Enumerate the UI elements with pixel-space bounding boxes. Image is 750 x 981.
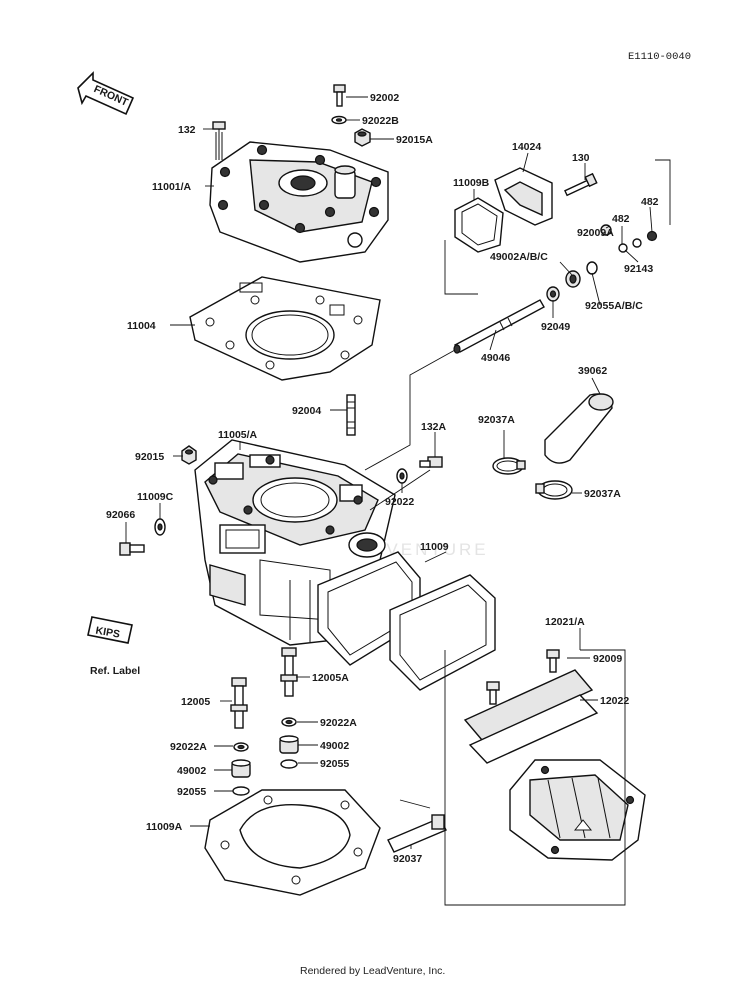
base-gasket-11009A-part (204, 789, 381, 896)
bolt-to-cylinder-line (369, 469, 431, 511)
washer-92009A-part (600, 224, 612, 236)
clamp-92037A-top-part (492, 457, 526, 475)
label-12005: 12005 (181, 696, 210, 708)
oring-92055-left-part (232, 786, 250, 796)
reed-assembly-bracket (444, 649, 626, 906)
kips-badge: KIPS (87, 616, 133, 644)
label-92022B: 92022B (362, 115, 399, 127)
leader-lines (125, 96, 653, 849)
label-92037A-bottom: 92037A (584, 488, 621, 500)
label-92066: 92066 (106, 509, 135, 521)
label-12005A: 12005A (312, 672, 349, 684)
shaft-to-cylinder-line (364, 349, 456, 471)
reed-stopper-12022-part (463, 669, 599, 764)
label-92009A: 92009A (577, 227, 614, 239)
label-92009: 92009 (593, 653, 622, 665)
shaft-49046-part (453, 299, 545, 354)
bushing-49002-right-part (279, 735, 299, 754)
bolt-132A-part (419, 456, 443, 468)
label-92037: 92037 (393, 853, 422, 865)
valve-12005-part (230, 677, 248, 729)
label-92055-right: 92055 (320, 758, 349, 770)
label-12022: 12022 (600, 695, 629, 707)
seal-92049-part (546, 286, 560, 302)
label-92143: 92143 (624, 263, 653, 275)
label-49002-right: 49002 (320, 740, 349, 752)
head-gasket-11004-part (189, 276, 381, 381)
reed-block-part (509, 759, 646, 861)
valve-12005A-part (280, 647, 298, 697)
bolt-92066-part (119, 542, 145, 556)
diagram-code: E1110-0040 (628, 51, 691, 63)
front-arrow-icon: FRONT (77, 71, 135, 116)
clamp-92037-part (387, 814, 447, 853)
label-11009B: 11009B (453, 177, 490, 189)
label-39062: 39062 (578, 365, 607, 377)
label-92015A: 92015A (396, 134, 433, 146)
label-12021A: 12021/A (545, 616, 585, 628)
ev-bracket-left (444, 240, 478, 295)
label-92022A-left: 92022A (170, 741, 207, 753)
label-11009: 11009 (420, 541, 449, 553)
label-14024: 14024 (512, 141, 541, 153)
label-49002ABC: 49002A/B/C (490, 251, 548, 263)
gasket-11009-part (317, 551, 496, 691)
label-11005A: 11005/A (218, 429, 258, 441)
washer-92022A-left-part (233, 742, 249, 752)
label-130: 130 (572, 152, 590, 164)
label-92055-left: 92055 (177, 786, 206, 798)
label-92002: 92002 (370, 92, 399, 104)
reed-bolt-92009-part (546, 649, 560, 673)
washer-482-part (618, 230, 658, 253)
label-92004: 92004 (292, 405, 321, 417)
oil-seal-92055ABC-part (586, 261, 598, 275)
nut-92015-part (181, 445, 197, 465)
clamp-92037A-bottom-part (535, 480, 573, 500)
ref-label: Ref. Label (90, 665, 140, 677)
bushing-49002ABC-part (565, 270, 581, 288)
label-92022A-right: 92022A (320, 717, 357, 729)
cover-14024-part (494, 167, 553, 226)
bushing-49002-left-part (231, 759, 251, 778)
kips-label: KIPS (95, 625, 121, 641)
label-132: 132 (178, 124, 196, 136)
label-11001A: 11001/A (152, 181, 192, 193)
nut-92015A-part (354, 128, 371, 147)
reed-bolt-12021-part (486, 681, 500, 705)
label-482-a: 482 (612, 213, 630, 225)
oring-92055-right-part (280, 759, 298, 769)
label-92055ABC: 92055A/B/C (585, 300, 643, 312)
bolt-130-part (564, 172, 598, 197)
label-132A: 132A (421, 421, 447, 433)
label-11004: 11004 (127, 320, 156, 332)
gasket-11009C-part (154, 518, 166, 536)
label-92022: 92022 (385, 496, 414, 508)
label-482-b: 482 (641, 196, 659, 208)
footer-credit: Rendered by LeadVenture, Inc. (300, 965, 445, 977)
label-49046: 49046 (481, 352, 510, 364)
cylinder-head-part (209, 141, 389, 263)
label-92015: 92015 (135, 451, 164, 463)
label-92037A-top: 92037A (478, 414, 515, 426)
label-92049: 92049 (541, 321, 570, 333)
label-11009A: 11009A (146, 821, 183, 833)
clamp-arrow-line (399, 799, 431, 809)
bolt-92002-part (333, 84, 346, 107)
label-11009C: 11009C (137, 491, 174, 503)
washer-92022B-part (331, 115, 347, 125)
gasket-11009B-part (454, 197, 504, 253)
stud-92004-part (346, 394, 356, 436)
washer-92022-part (396, 468, 408, 484)
washer-92022A-right-part (281, 717, 297, 727)
label-49002-left: 49002 (177, 765, 206, 777)
ev-bracket-right (655, 159, 671, 225)
bolt-132-part (212, 121, 226, 160)
pipe-39062-part (544, 393, 614, 464)
